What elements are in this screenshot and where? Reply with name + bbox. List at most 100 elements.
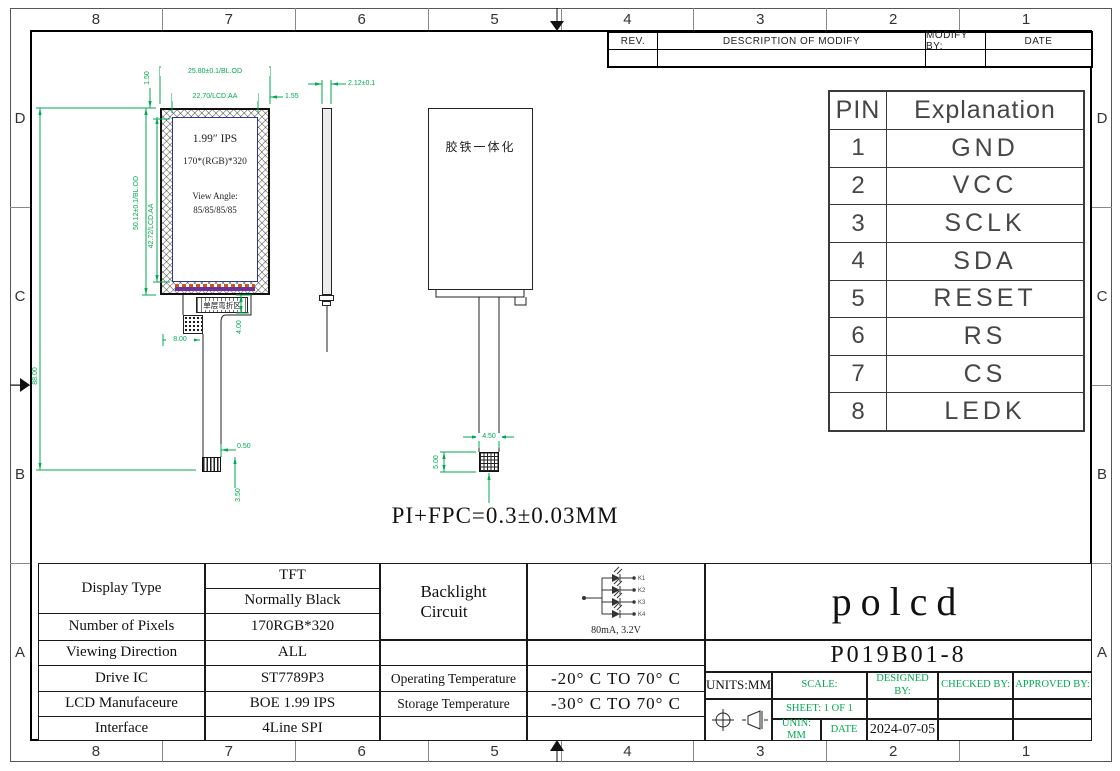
dim-thickness: 2.12±0.1 — [348, 80, 376, 87]
led-label: K2 — [638, 588, 646, 594]
zone-row: D — [1092, 30, 1112, 208]
pin-number: 2 — [830, 166, 886, 205]
lcd-active-area — [172, 117, 258, 282]
zone-col: 7 — [163, 741, 296, 762]
side-view-foot — [319, 295, 334, 301]
pin-signal: SCLK — [886, 204, 1083, 242]
spec-label-drive-ic: Drive IC — [38, 665, 205, 692]
dim-right-bezel: 1.55 — [285, 93, 299, 100]
back-cover-label: 胶铁一体化 — [445, 140, 516, 154]
scale-label: SCALE: — [772, 672, 867, 699]
pin-signal: GND — [886, 129, 1083, 167]
pin-number: 7 — [830, 354, 886, 393]
operating-temp-value: -20° C TO 70° C — [527, 665, 705, 692]
led-label: K3 — [638, 600, 646, 606]
dim-stiffener-offset: 0.50 — [237, 443, 251, 450]
backlight-label-line2: Circuit — [420, 601, 468, 621]
rev-empty — [609, 50, 658, 66]
modify-by-header: MODIFY BY: — [926, 30, 986, 52]
zone-col: 1 — [1021, 743, 1031, 760]
front-ledbar-strip — [175, 284, 255, 287]
date-header: DATE — [986, 33, 1091, 50]
side-view-foot — [322, 301, 331, 306]
pin-number: 1 — [830, 129, 886, 167]
dim-bl-height: 50.12±0.1/BL.OD — [133, 175, 140, 231]
dim-total-length: 88.00 — [32, 367, 39, 385]
dim-back-connector-height: 5.00 — [433, 455, 440, 469]
dim-tail-length: 3.50 — [235, 488, 242, 502]
empty-cell — [527, 640, 705, 666]
led-label: K4 — [638, 612, 646, 618]
led-label: K1 — [638, 576, 646, 582]
approved-by-label: APPROVED BY: — [1013, 672, 1092, 699]
spec-label-interface: Interface — [38, 716, 205, 741]
zone-row: D — [10, 30, 30, 208]
explanation-col-header: Explanation — [886, 92, 1083, 129]
sheet-label: SHEET: 1 OF 1 — [772, 699, 867, 719]
view-angle-values: 85/85/85/85 — [193, 205, 237, 215]
zone-col: 4 — [562, 8, 695, 30]
pin-signal: RESET — [886, 279, 1083, 318]
zone-col: 7 — [163, 8, 296, 30]
fpc-connector-back — [479, 452, 499, 472]
zone-col: 3 — [694, 8, 828, 30]
spec-value-display-type-2: Normally Black — [205, 588, 380, 614]
lcd-back-view — [428, 108, 533, 290]
rev-header: REV. — [609, 33, 658, 50]
dim-top-bezel: 1.50 — [144, 71, 151, 85]
empty-cell — [380, 716, 527, 741]
company-logo-text: polcd — [705, 563, 1092, 640]
pin-signal: LEDK — [886, 392, 1083, 430]
backlight-circuit-diagram-cell: K1 K2 K3 K4 80mA, 3.2V — [527, 563, 705, 640]
dim-bl-width: 25.80±0.1/BL.OD — [160, 68, 270, 76]
zone-col: 6 — [296, 8, 429, 30]
empty-cell — [867, 699, 938, 719]
spec-value-display-type-1: TFT — [205, 563, 380, 589]
empty-cell — [527, 716, 705, 741]
zone-band-bottom: 8 7 6 5 4 3 2 1 — [30, 741, 1092, 762]
backlight-circuit-label: Backlight Circuit — [380, 563, 527, 640]
zone-row: B — [1092, 386, 1112, 564]
backlight-label-line1: Backlight — [420, 581, 487, 601]
fpc-thickness-note: PI+FPC=0.3±0.03MM — [391, 503, 619, 528]
screen-resolution-text: 170*(RGB)*320 — [183, 157, 247, 167]
rev-empty — [926, 50, 986, 66]
fpc-stiffener-pad — [183, 315, 203, 334]
spec-value-pixels: 170RGB*320 — [205, 613, 380, 641]
view-angle-label: View Angle: — [192, 191, 238, 201]
zone-col: 5 — [429, 741, 562, 762]
zone-col: 1 — [1021, 10, 1031, 28]
designed-by-label: DESIGNED BY: — [867, 672, 938, 699]
empty-cell — [938, 719, 1013, 741]
part-number: P019B01-8 — [705, 640, 1092, 672]
description-header: DESCRIPTION OF MODIFY — [658, 33, 926, 50]
pin-col-header: PIN — [835, 96, 881, 124]
zone-band-right: D C B A — [1092, 30, 1112, 741]
pin-number: 4 — [830, 241, 886, 280]
pin-signal: CS — [886, 354, 1083, 393]
zone-col: 2 — [827, 741, 961, 762]
fpc-bend-zone-box: 单层弯折区 — [196, 297, 248, 313]
date-label: DATE — [821, 719, 867, 741]
zone-col: 6 — [296, 741, 429, 762]
zone-row: C — [1092, 208, 1112, 386]
operating-temp-label: Operating Temperature — [380, 665, 527, 692]
zone-col: 2 — [827, 8, 961, 30]
dim-aa-width: 22.70/LCD.AA — [172, 93, 258, 101]
zone-row: A — [1096, 644, 1107, 661]
zone-band-top: 8 7 6 5 4 3 2 1 — [30, 8, 1092, 30]
pin-signal: RS — [886, 317, 1083, 355]
unin-label: UNIN: MM — [772, 718, 821, 741]
dim-back-connector-width: 4.50 — [476, 433, 502, 441]
spec-value-lcd-manufacturer: BOE 1.99 IPS — [205, 691, 380, 717]
empty-cell — [380, 640, 527, 666]
pin-number: 5 — [830, 279, 886, 318]
spec-label-pixels: Number of Pixels — [38, 613, 205, 641]
date-value: 2024-07-05 — [867, 719, 938, 741]
front-polarizer-strip — [175, 287, 255, 291]
projection-symbol-cell — [705, 699, 772, 741]
zone-col: 3 — [694, 741, 828, 762]
zone-col: 8 — [30, 8, 163, 30]
